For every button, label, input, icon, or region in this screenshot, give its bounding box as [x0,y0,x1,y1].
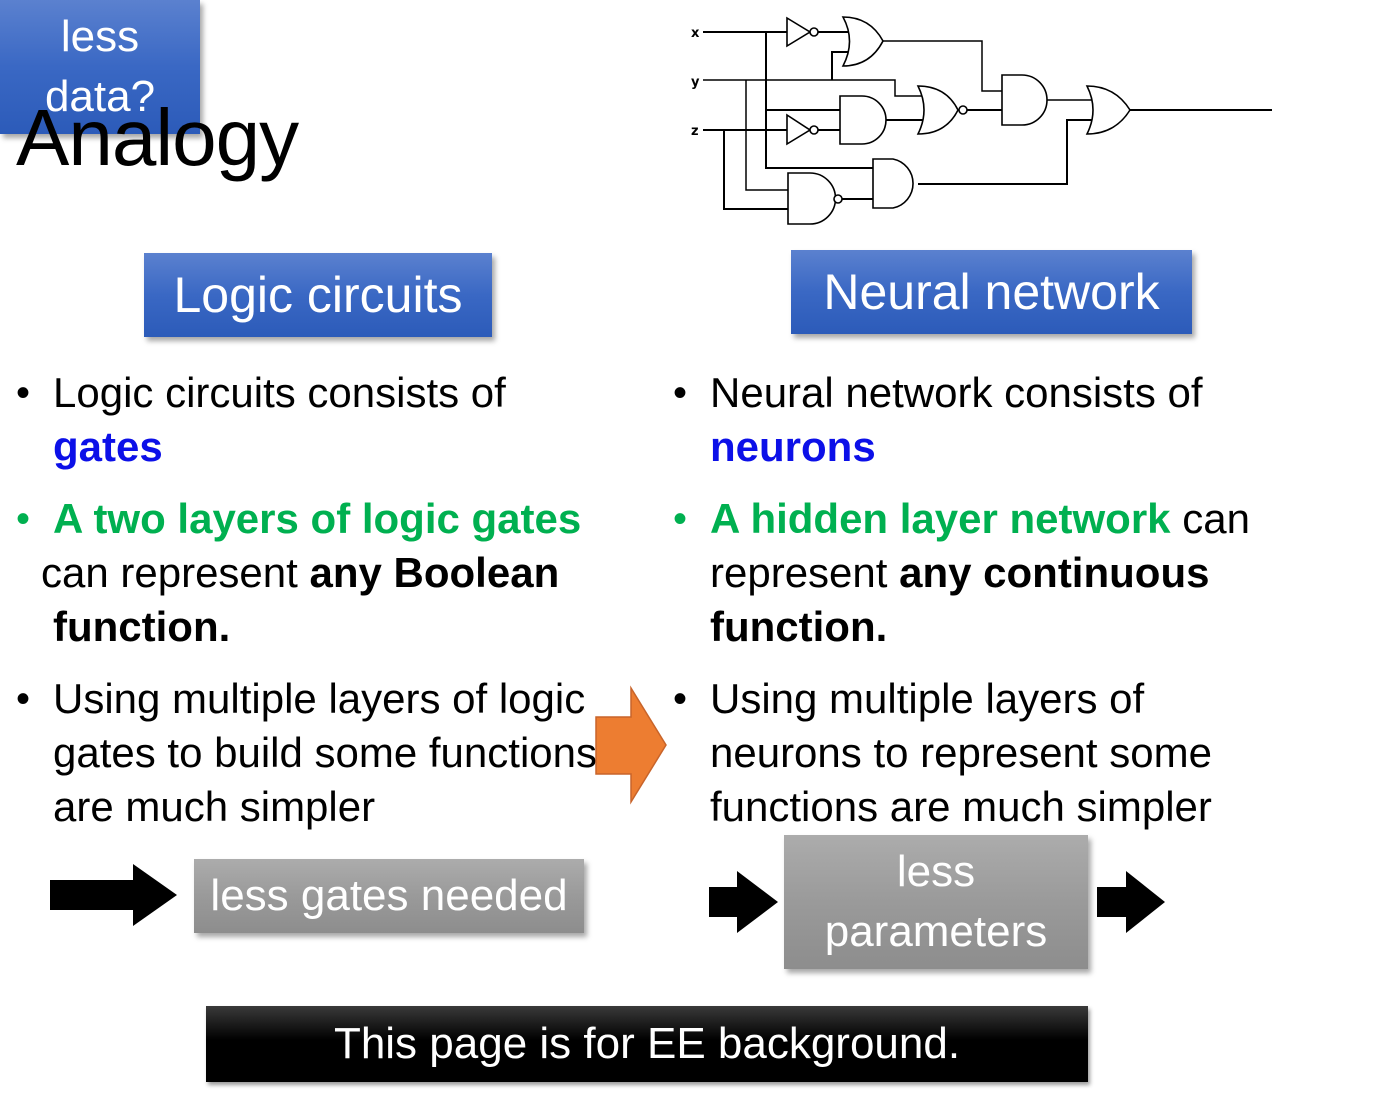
bullet-icon: • [673,371,688,415]
bullet-icon: • [673,677,688,721]
slide-title: Analogy [16,93,299,182]
bullet-item: • Using multiple layers of logic gates t… [16,672,613,834]
circuit-input-label: x [691,26,700,41]
and-gate [872,158,914,209]
bullet-item: • Logic circuits consists of gates [16,366,636,474]
less-gates-needed-box: less gates needed [194,859,584,933]
nor-gate [916,85,968,135]
highlight-neurons: neurons [710,423,876,470]
bullet-item: • A hidden layer network can represent a… [673,492,1270,654]
bullet-icon: • [16,677,31,721]
highlight-hidden-layer: A hidden layer network [710,495,1171,542]
less-parameters-box: less parameters [784,835,1088,969]
highlight-gates: gates [53,423,163,470]
logic-circuits-bullets: • Logic circuits consists of gates • A t… [16,366,636,852]
bullet-item: • Using multiple layers of neurons to re… [673,672,1290,834]
orange-right-arrow-icon [595,685,667,805]
logic-circuit-diagram: x y z [691,16,1272,225]
black-right-arrow-icon [50,864,177,926]
neural-network-bullets: • Neural network consists of neurons • A… [673,366,1373,852]
ee-background-note: This page is for EE background. [206,1006,1088,1082]
nand-gate [787,172,843,225]
not-gate [786,113,819,146]
highlight-two-layers: A two layers of logic gates [53,495,582,542]
circuit-input-label: y [691,75,700,90]
and-gate [839,95,887,145]
bullet-icon: • [673,497,688,541]
bullet-icon: • [16,497,31,541]
bullet-icon: • [16,371,31,415]
highlight-any-boolean: any Boolean function. [53,549,560,650]
bullet-item: • Neural network consists of neurons [673,366,1373,474]
black-right-arrow-icon [709,871,778,933]
black-right-arrow-icon [1097,871,1165,933]
highlight-any-continuous: any continuous function. [710,549,1210,650]
bullet-item: • A two layers of logic gates can repres… [16,492,636,654]
and-gate [1001,74,1048,126]
not-gate [786,16,819,48]
less-data-box: less data? [0,0,200,134]
logic-circuits-header: Logic circuits [144,253,492,337]
or-gate [841,16,884,67]
neural-network-header: Neural network [791,250,1192,334]
or-gate [1085,85,1131,135]
circuit-input-label: z [691,124,699,139]
